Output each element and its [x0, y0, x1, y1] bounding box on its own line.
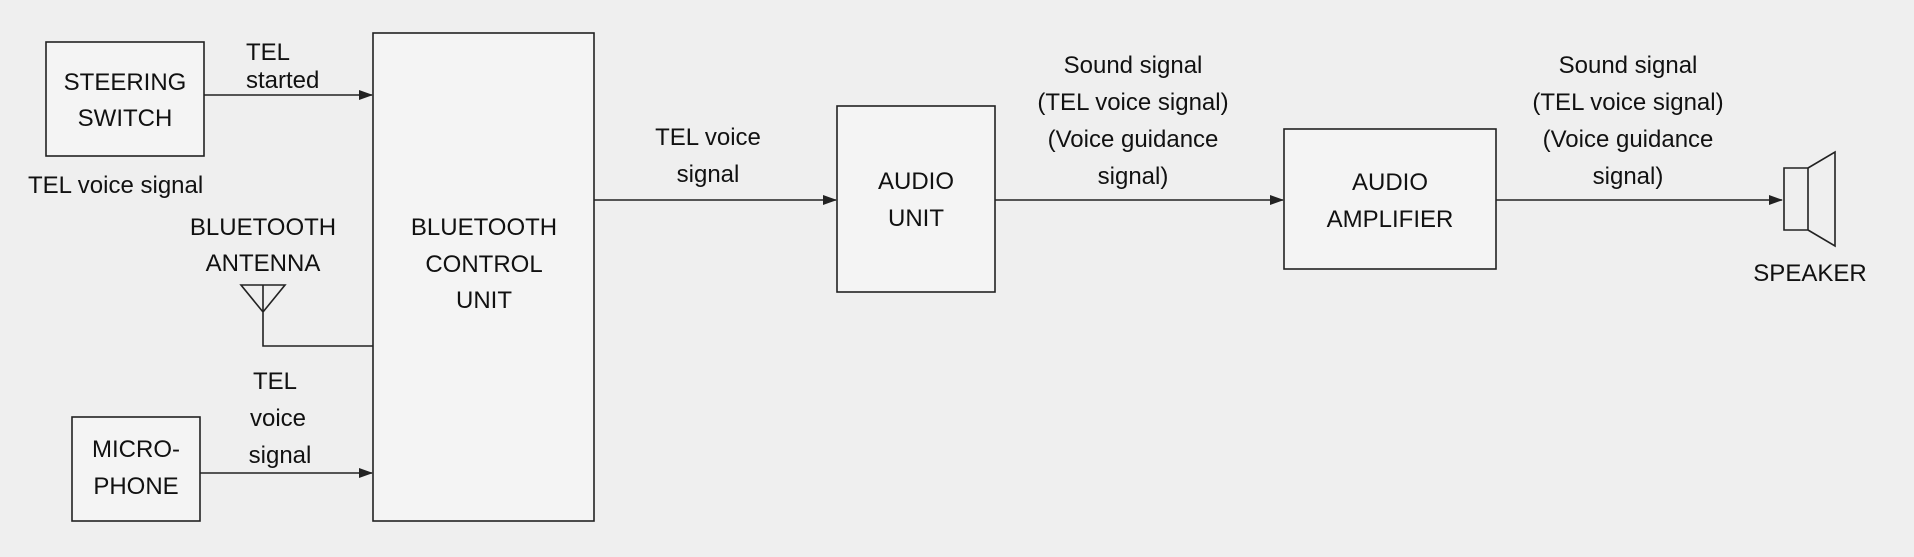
steering-switch-label-1: STEERING — [64, 69, 187, 96]
signal-bcu-audio-1: TEL voice — [655, 124, 761, 151]
signal-audio-amp-4: signal) — [1098, 163, 1169, 190]
amplifier-label-1: AUDIO — [1352, 169, 1428, 196]
signal-mic-3: signal — [249, 442, 312, 469]
signal-mic-2: voice — [250, 405, 306, 432]
audio-amplifier-block: AUDIO AMPLIFIER — [1283, 128, 1497, 270]
signal-amp-speaker-4: signal) — [1593, 163, 1664, 190]
signal-mic-1: TEL — [253, 368, 297, 395]
audio-unit-label-1: AUDIO — [878, 168, 954, 195]
signal-audio-amp-3: (Voice guidance — [1048, 126, 1219, 153]
microphone-block: MICRO- PHONE — [71, 416, 201, 522]
audio-unit-label-2: UNIT — [888, 205, 944, 232]
amplifier-label-2: AMPLIFIER — [1327, 206, 1454, 233]
bluetooth-antenna: BLUETOOTH ANTENNA — [190, 214, 373, 347]
microphone-label-2: PHONE — [93, 473, 178, 500]
signal-amp-speaker-2: (TEL voice signal) — [1532, 89, 1723, 116]
signal-audio-amp-1: Sound signal — [1064, 52, 1203, 79]
antenna-label-2: ANTENNA — [206, 250, 321, 277]
microphone-label-1: MICRO- — [92, 436, 180, 463]
signal-tel-voice-below-steering: TEL voice signal — [28, 172, 203, 199]
signal-started-label: started — [246, 67, 319, 94]
bcu-label-3: UNIT — [456, 287, 512, 314]
steering-switch-block: STEERING SWITCH — [45, 41, 205, 157]
signal-amp-speaker-1: Sound signal — [1559, 52, 1698, 79]
steering-switch-label-2: SWITCH — [78, 105, 173, 132]
audio-unit-block: AUDIO UNIT — [836, 105, 996, 293]
antenna-label-1: BLUETOOTH — [190, 214, 336, 241]
signal-bcu-audio-2: signal — [677, 161, 740, 188]
antenna-icon — [239, 284, 373, 347]
signal-tel-label: TEL — [246, 39, 290, 66]
bluetooth-control-unit-block: BLUETOOTH CONTROL UNIT — [372, 32, 595, 522]
speaker: SPEAKER — [1753, 150, 1867, 287]
signal-amp-speaker-3: (Voice guidance — [1543, 126, 1714, 153]
speaker-label: SPEAKER — [1753, 260, 1866, 287]
bcu-label-2: CONTROL — [425, 251, 542, 278]
bcu-label-1: BLUETOOTH — [411, 214, 557, 241]
signal-audio-amp-2: (TEL voice signal) — [1037, 89, 1228, 116]
speaker-icon — [1783, 150, 1836, 248]
